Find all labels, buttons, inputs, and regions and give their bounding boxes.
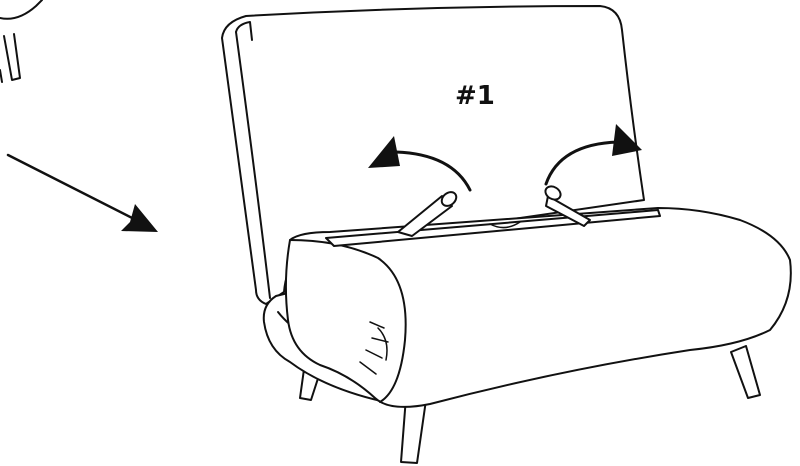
left-lever-handle [397,191,458,237]
sofa-backrest [221,5,645,305]
rotate-right-arrow-icon [544,124,642,186]
direction-arrow-icon [6,153,158,232]
right-leg [730,345,761,399]
partial-chair-fragment [0,0,43,83]
rotate-left-arrow-icon [368,136,472,192]
step-label: #1 [455,81,495,111]
right-lever-handle [544,185,591,227]
